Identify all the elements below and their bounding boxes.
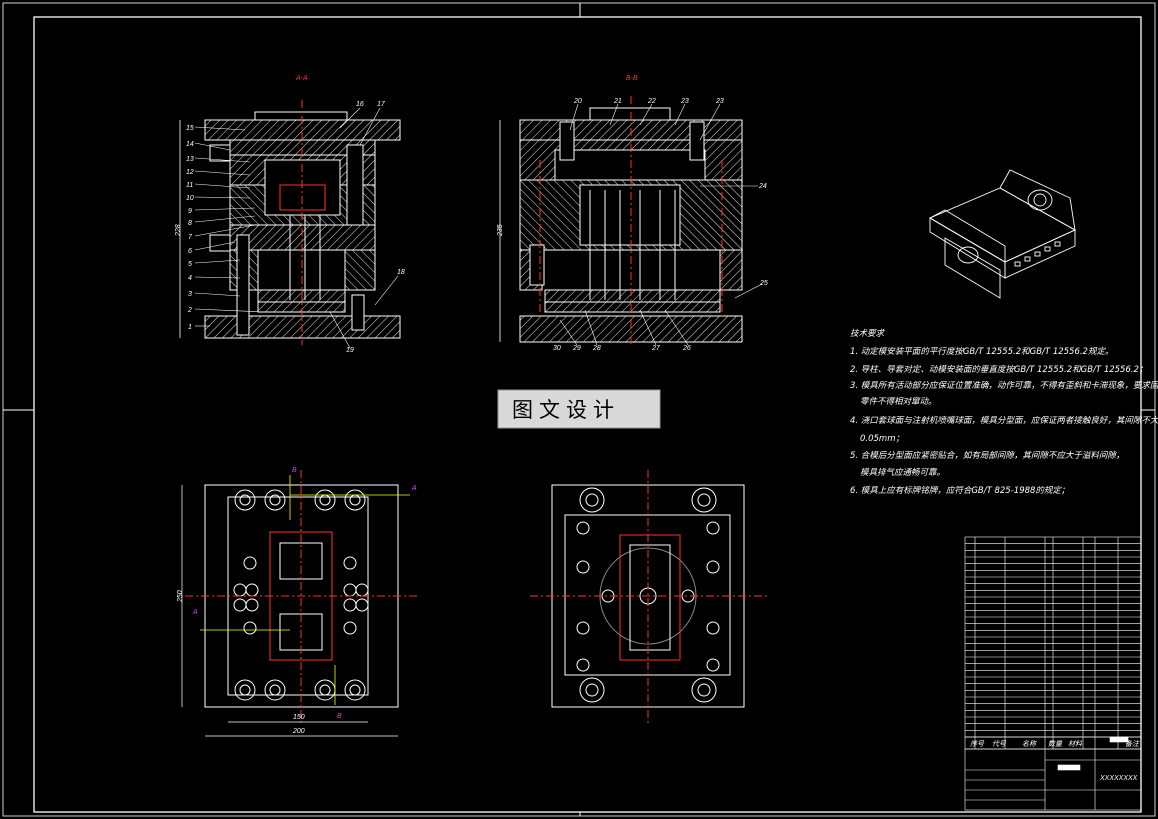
leader-label: 18: [397, 269, 405, 276]
note-line: 4. 浇口套球面与注射机喷嘴球面，模具分型面，应保证两者接触良好，其间隙不大于: [850, 415, 1158, 426]
leader-label: 6: [188, 248, 192, 255]
leader-label: 13: [186, 156, 194, 163]
leader-label: 11: [186, 182, 193, 189]
section-label-b-b: B-B: [626, 75, 638, 82]
dim-plan-outer-width: 200: [292, 728, 305, 735]
note-line: 5. 合模后分型面应紧密贴合，如有局部间隙，其间隙不应大于溢料间隙，: [850, 450, 1124, 461]
table-header: 序号: [970, 740, 985, 748]
watermark-text: 图文设计: [512, 398, 620, 422]
leader-label: 26: [682, 345, 691, 352]
notes-title: 技术要求: [850, 328, 886, 339]
note-line: 1. 动定模安装平面的平行度按GB/T 12555.2和GB/T 12556.2…: [850, 346, 1113, 357]
technical-requirements: 技术要求 1. 动定模安装平面的平行度按GB/T 12555.2和GB/T 12…: [850, 328, 1158, 496]
leader-label: 25: [759, 280, 768, 287]
leader-label: 10: [186, 195, 194, 202]
cut-marker-a: A: [192, 609, 198, 616]
leader-label: 20: [573, 98, 582, 105]
title-block: [964, 736, 1142, 811]
leader-label: 24: [758, 183, 767, 190]
dim-left-height: 228: [175, 224, 182, 237]
leader-label: 27: [651, 345, 661, 352]
leader-label: 28: [592, 345, 601, 352]
table-header: 材料: [1068, 740, 1083, 748]
leader-label: 2: [187, 307, 192, 314]
leader-label: 23: [715, 98, 724, 105]
note-line: 零件不得相对窜动。: [860, 396, 937, 407]
note-line: 3. 模具所有活动部分应保证位置准确，动作可靠，不得有歪斜和卡滞现象，要求固定的: [850, 380, 1158, 391]
leader-label: 23: [680, 98, 689, 105]
note-line: 2. 导柱、导套对定、动模安装面的垂直度按GB/T 12555.2和GB/T 1…: [850, 364, 1147, 375]
section-view-a-a: A-A 228: [175, 75, 405, 354]
leader-label: 8: [188, 220, 192, 227]
leader-label: 1: [188, 324, 192, 331]
cut-marker-b: B: [292, 467, 297, 474]
leader-label: 3: [188, 291, 192, 298]
note-line: 6. 模具上应有标牌铭牌，应符合GB/T 825-1988的规定；: [850, 485, 1069, 496]
leader-label: 4: [188, 275, 192, 282]
leader-label: 5: [188, 261, 192, 268]
dim-right-height: 235: [497, 224, 504, 237]
table-header: 数量: [1048, 740, 1063, 748]
parts-list-table: [964, 536, 1142, 749]
table-header: 代号: [992, 740, 1007, 748]
watermark-banner: 图文设计: [497, 389, 661, 429]
note-line: 0.05mm；: [860, 434, 904, 444]
note-line: 模具排气应通畅可靠。: [860, 467, 945, 478]
leader-label: 30: [553, 345, 561, 352]
leader-label: 29: [572, 345, 581, 352]
leader-label: 9: [188, 208, 192, 215]
leader-label: 19: [346, 347, 354, 354]
leader-label: 21: [613, 98, 622, 105]
plan-view-fixed-half: A A B B 250 150 200: [177, 467, 420, 737]
drawing-code: XXXXXXXX: [1099, 775, 1138, 782]
table-header: 名称: [1022, 740, 1037, 748]
dim-plan-height: 250: [177, 590, 184, 603]
cut-marker-a: A: [411, 485, 417, 492]
leader-label: 7: [188, 234, 193, 241]
leader-label: 22: [647, 98, 656, 105]
isometric-part-view: [929, 169, 1076, 299]
leader-label: 15: [186, 125, 194, 132]
leader-label: 17: [377, 101, 386, 108]
plan-view-moving-half: [530, 470, 770, 725]
leader-label: 14: [186, 141, 194, 148]
dim-plan-inner-width: 150: [293, 714, 305, 721]
leader-label: 16: [356, 101, 364, 108]
leader-label: 12: [186, 169, 194, 176]
title-block-headers: 序号 代号 名称 数量 材料 备注 XXXXXXXX: [970, 740, 1140, 782]
section-label-a-a: A-A: [295, 75, 308, 82]
table-header: 备注: [1125, 740, 1140, 748]
section-view-b-b: B-B 235: [497, 75, 768, 352]
cut-marker-b: B: [337, 713, 342, 720]
